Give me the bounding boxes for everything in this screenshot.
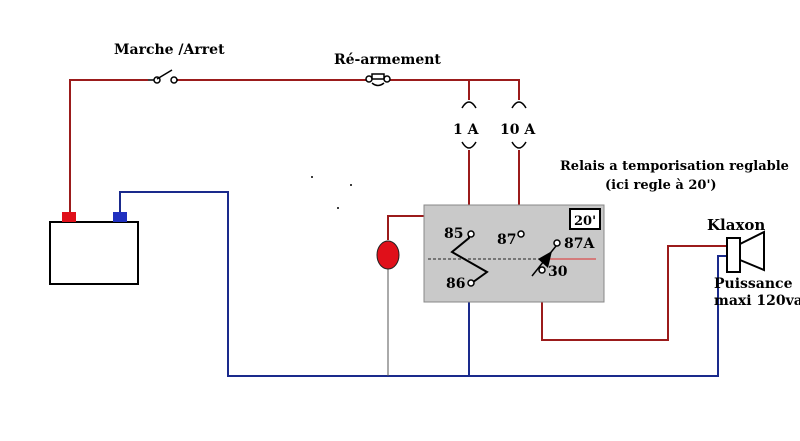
relay-title-line1: Relais a temporisation reglable [560, 159, 789, 174]
pin-87a-label: 87A [564, 236, 595, 252]
pin-86-contact [467, 279, 475, 287]
pin-87-label: 87 [497, 232, 516, 248]
reset-button-icon [365, 73, 391, 87]
pin-85-contact [467, 230, 475, 238]
wire-battery-minus [119, 191, 727, 377]
pin-30-contact [538, 266, 546, 274]
relay-title-line2: (ici regle à 20') [605, 178, 717, 193]
relay-icon: 20' 85 86 87 87A 30 [423, 204, 605, 303]
battery-plus-terminal [62, 212, 76, 222]
pin-87-contact [517, 230, 525, 238]
positive-wires [69, 79, 727, 341]
fuse-icon [511, 101, 527, 149]
stray-dot [337, 207, 339, 209]
relay-arm-head [538, 251, 552, 268]
pin-86-label: 86 [446, 276, 465, 292]
timer-label: 20' [574, 214, 596, 229]
timer-box [569, 208, 601, 230]
power-label-line2: maxi 120va [714, 293, 800, 309]
pin-87a-contact [553, 239, 561, 247]
wire-battery-to-switch [69, 79, 148, 212]
stray-dot [350, 184, 352, 186]
pin-30-label: 30 [548, 264, 568, 280]
power-label-line1: Puissance [714, 276, 793, 292]
battery-minus-terminal [113, 212, 127, 222]
battery-icon [49, 212, 139, 285]
pin-85-label: 85 [444, 226, 463, 242]
stray-dot [311, 176, 313, 178]
fuse-icon [461, 101, 477, 149]
fuse-10a-label: 10 A [500, 122, 536, 138]
lamp-icon [376, 240, 400, 270]
switch-label: Marche /Arret [114, 42, 225, 58]
wire-30-to-horn [541, 245, 727, 341]
fuse-1a-label: 1 A [453, 122, 480, 138]
wire-reset-to-fuses [390, 79, 520, 100]
reset-label: Ré-armement [334, 52, 441, 68]
switch-icon [148, 69, 178, 84]
horn-icon [726, 230, 765, 273]
horn-label: Klaxon [707, 216, 765, 234]
negative-wires [119, 191, 727, 377]
